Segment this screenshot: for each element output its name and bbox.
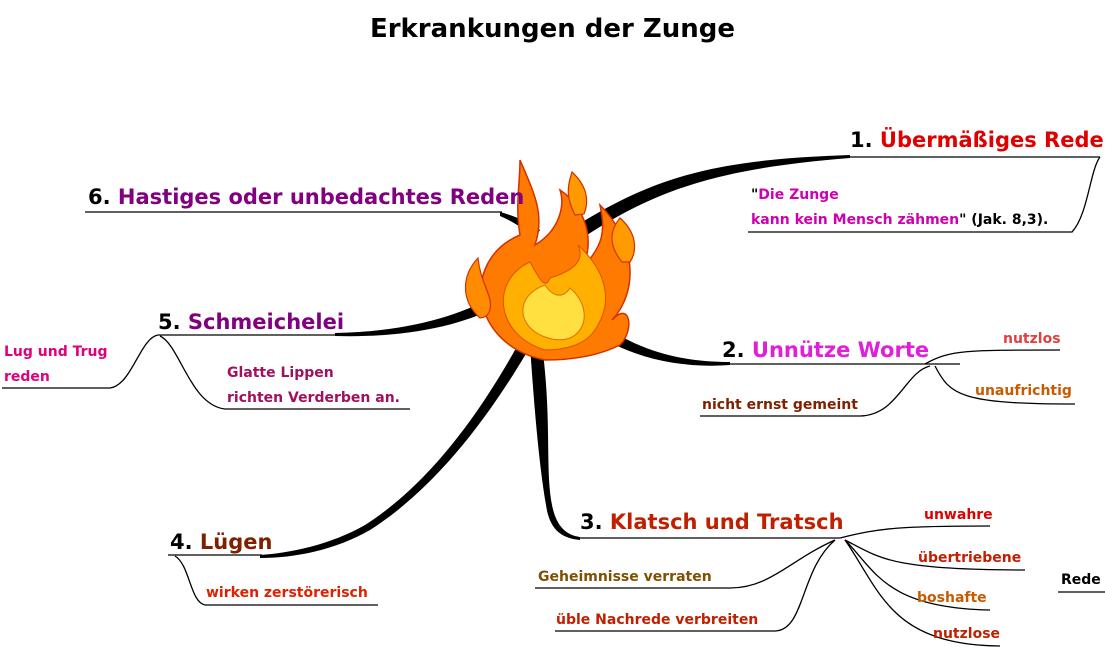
quote-line2-text: kann kein Mensch zähmen: [751, 212, 960, 228]
quote-close-mark: ": [959, 212, 967, 228]
branch-3-sub-nutzlose: nutzlose: [933, 626, 1001, 642]
branch-6-heading: 6. Hastiges oder unbedachtes Reden: [88, 187, 524, 208]
branch-2-down: [934, 365, 1076, 405]
branch-4-number: 4.: [170, 530, 193, 554]
branch-5-right-line2: richten Verderben an.: [227, 390, 400, 406]
branch-3-l1: [535, 539, 836, 589]
branch-5-stroke: [335, 292, 506, 337]
branch-5-left-line2: reden: [4, 369, 50, 385]
branch-6-label: Hastiges oder unbedachtes Reden: [117, 185, 525, 209]
branch-2-sub-unaufrichtig: unaufrichtig: [975, 383, 1072, 399]
branch-1-heading: 1. Übermäßiges Reden: [850, 130, 1105, 151]
branch-2-number: 2.: [722, 338, 745, 362]
branch-3-label: Klatsch und Tratsch: [609, 510, 844, 534]
branch-3-r3: [844, 539, 991, 611]
branch-2-sub-nutzlos: nutzlos: [1003, 331, 1061, 347]
quote-reference: (Jak. 8,3).: [966, 212, 1049, 228]
branch-1-quote-line2: kann kein Mensch zähmen" (Jak. 8,3).: [751, 213, 1048, 227]
branch-4-sub: [174, 555, 378, 606]
branch-3-r2: [844, 539, 1026, 571]
branch-1-bracket: [748, 156, 1101, 233]
branch-5-number: 5.: [158, 310, 181, 334]
branch-3-stroke: [530, 345, 580, 540]
branch-6-number: 6.: [88, 185, 111, 209]
branch-3-r4: [844, 539, 1001, 647]
branch-5-left: [2, 334, 159, 389]
quote-open-mark: ": [751, 187, 759, 203]
branch-1-stroke: [540, 155, 850, 262]
branch-2-up: [924, 349, 1061, 365]
branch-3-r1: [839, 525, 991, 539]
branch-3-extra-rede: Rede: [1061, 572, 1101, 588]
branch-2-sub-nicht-ernst: nicht ernst gemeint: [702, 397, 858, 413]
branch-2-left: [700, 365, 931, 417]
branch-5-right-line1: Glatte Lippen: [227, 365, 334, 381]
branch-1-quote-line1: "Die Zunge: [751, 188, 839, 202]
branch-5-heading: 5. Schmeichelei: [158, 312, 344, 333]
branch-3-l2: [555, 539, 836, 632]
branch-2-heading: 2. Unnütze Worte: [722, 340, 929, 361]
branch-3-sub-uebertriebene: übertriebene: [918, 550, 1022, 566]
branch-5-label: Schmeichelei: [187, 310, 345, 334]
branch-5-right: [159, 335, 410, 410]
quote-line1-text: Die Zunge: [758, 187, 839, 203]
branch-4-heading: 4. Lügen: [170, 532, 272, 553]
branch-4-label: Lügen: [199, 530, 273, 554]
branch-3-sub-ueble-nachrede: üble Nachrede verbreiten: [556, 612, 759, 628]
branch-3-number: 3.: [580, 510, 603, 534]
branch-4-sub-zerstoererisch: wirken zerstörerisch: [206, 585, 368, 601]
branch-3-sub-unwahre: unwahre: [924, 507, 993, 523]
branch-3-sub-boshafte: boshafte: [917, 590, 987, 606]
branch-3-sub-geheimnisse: Geheimnisse verraten: [538, 569, 712, 585]
branch-1-number: 1.: [850, 128, 873, 152]
fire-icon: [465, 159, 636, 361]
branch-2-label: Unnütze Worte: [751, 338, 930, 362]
branch-5-left-line1: Lug und Trug: [4, 344, 108, 360]
connector-lines: [2, 156, 1105, 647]
branch-3-heading: 3. Klatsch und Tratsch: [580, 512, 844, 533]
page-title: Erkrankungen der Zunge: [369, 14, 736, 44]
branch-2-stroke: [606, 330, 730, 366]
branch-4-stroke: [260, 350, 527, 558]
branch-1-label: Übermäßiges Reden: [879, 128, 1105, 152]
